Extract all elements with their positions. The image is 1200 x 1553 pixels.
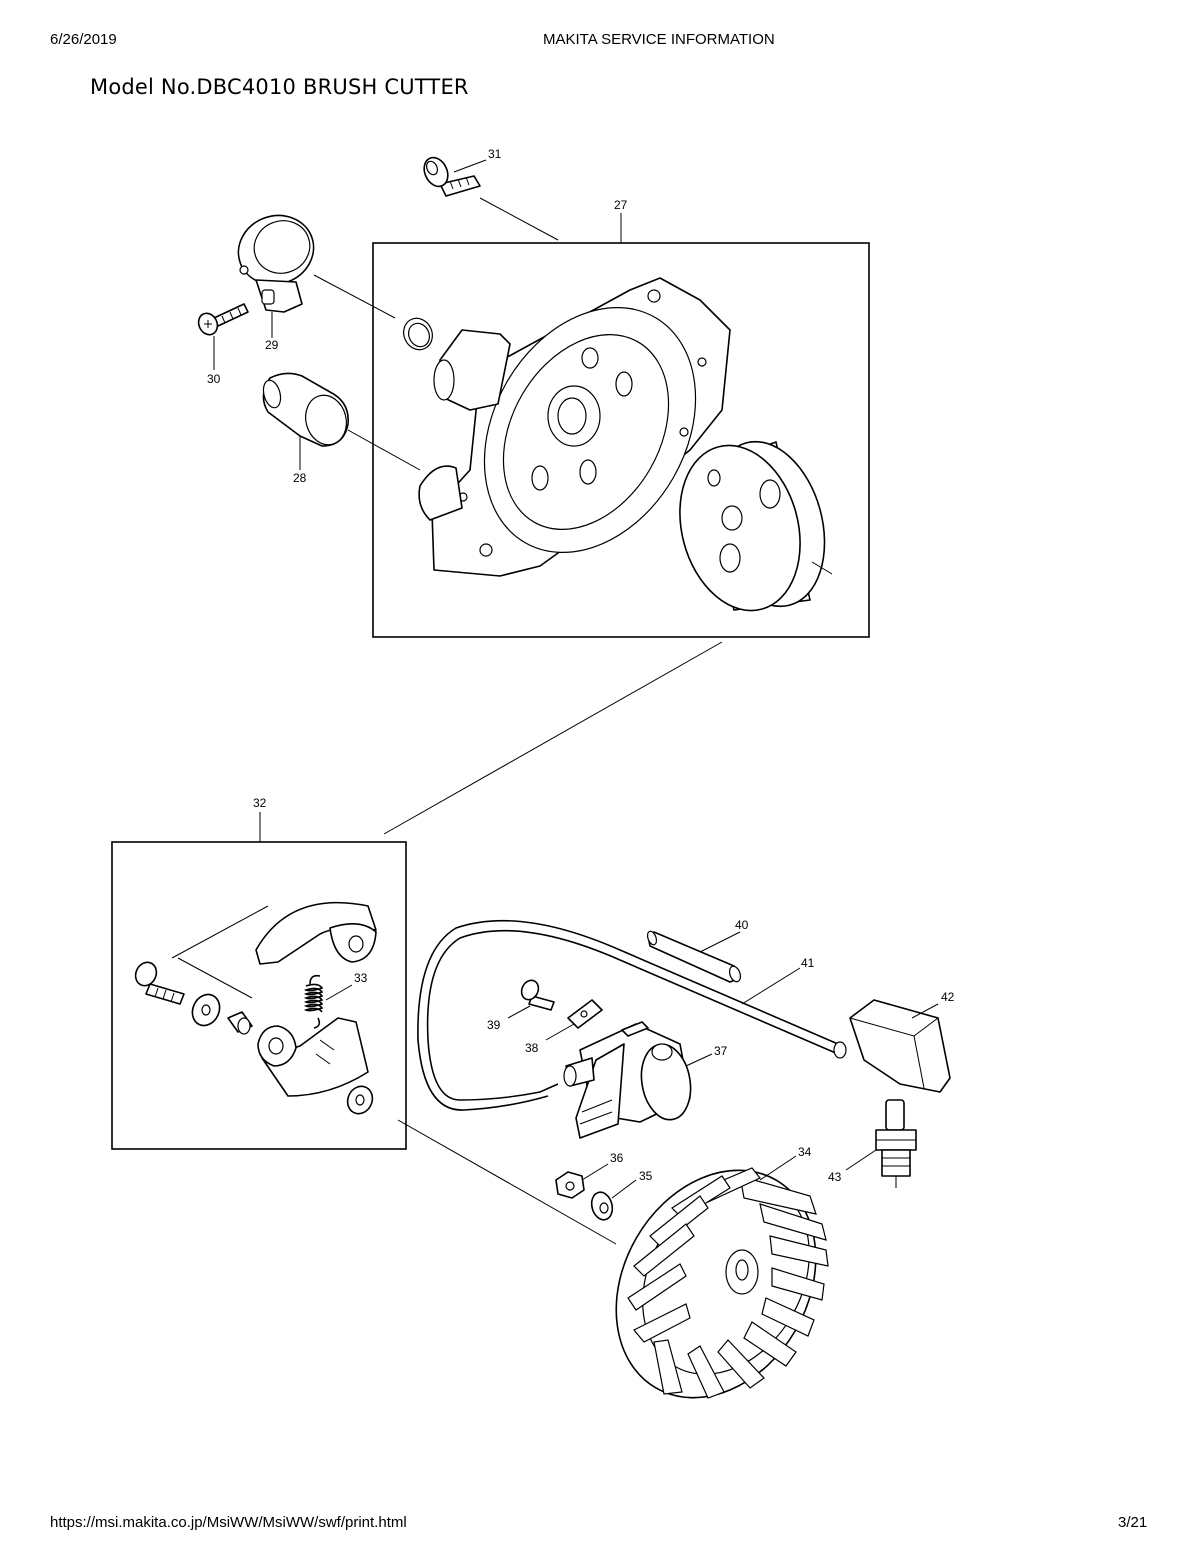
ignition-coil-37-icon [563, 1021, 692, 1139]
callout-38: 38 [525, 1041, 539, 1055]
callout-42: 42 [941, 990, 955, 1004]
callout-41: 41 [801, 956, 815, 970]
footer-page-number: 3/21 [1118, 1514, 1148, 1531]
washer-35-icon [590, 1191, 614, 1221]
tube-40-icon [646, 930, 742, 983]
callout-36: 36 [610, 1151, 624, 1165]
box-link-line [383, 641, 723, 835]
bushing-28-icon [262, 372, 349, 447]
shoe-bolt-icon [134, 961, 185, 1005]
header-site-title: MAKITA SERVICE INFORMATION [543, 31, 775, 48]
callout-34: 34 [798, 1145, 812, 1159]
clutch-drum-icon [679, 440, 826, 612]
plug-cap-42-icon [849, 999, 951, 1093]
callout-32: 32 [253, 796, 267, 810]
callout-37: 37 [714, 1044, 728, 1058]
screw-30-icon [197, 303, 249, 336]
callout-30: 30 [207, 372, 221, 386]
nut-36-icon [555, 1171, 585, 1199]
footer-url[interactable]: https://msi.makita.co.jp/MsiWW/MsiWW/swf… [50, 1514, 407, 1531]
header-date: 6/26/2019 [50, 31, 117, 48]
assembly-box-32 [111, 841, 407, 1150]
spark-plug-43-icon [875, 1099, 917, 1188]
clutch-shoe-lower-icon [257, 1017, 369, 1097]
callout-33: 33 [354, 971, 368, 985]
ignition-lead-41-icon [426, 929, 839, 1101]
page-title: Model No.DBC4010 BRUSH CUTTER [90, 75, 469, 99]
callout-27: 27 [614, 198, 628, 212]
bolt-31-icon [423, 156, 481, 197]
callout-39: 39 [487, 1018, 501, 1032]
clutch-shoe-upper-icon [255, 901, 377, 965]
spring-33-icon [303, 974, 324, 1029]
flywheel-34-icon [615, 1167, 829, 1399]
clamp-band-29-icon [237, 214, 315, 313]
terminal-38-icon [567, 999, 603, 1029]
clutch-housing-icon [403, 277, 731, 577]
screw-39-icon [520, 979, 555, 1011]
callout-31: 31 [488, 147, 502, 161]
callout-28: 28 [293, 471, 307, 485]
callout-29: 29 [265, 338, 279, 352]
callout-35: 35 [639, 1169, 653, 1183]
callout-40: 40 [735, 918, 749, 932]
callout-43: 43 [828, 1170, 842, 1184]
